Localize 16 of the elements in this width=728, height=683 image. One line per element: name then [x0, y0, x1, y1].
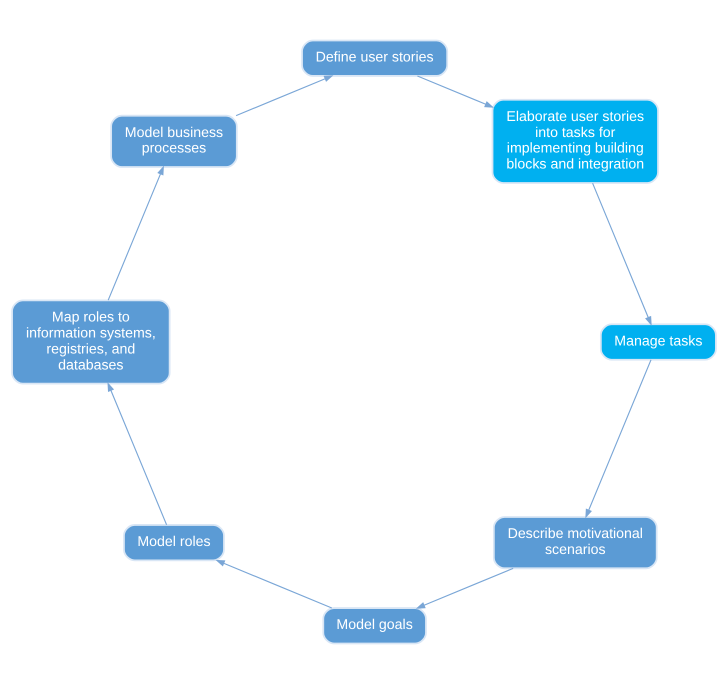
node-box: Model roles	[123, 524, 225, 561]
node-box: Elaborate user stories into tasks for implementing building blocks and integration	[492, 98, 659, 184]
arrow	[215, 559, 332, 608]
node-box: Manage tasks	[600, 322, 717, 360]
arrow	[592, 182, 652, 326]
arrow	[585, 359, 652, 518]
arrow	[417, 74, 494, 108]
arrow	[416, 567, 514, 608]
node-box: Map roles to information systems, registries, and databases	[11, 299, 171, 384]
node-box: Describe motivational scenarios	[492, 516, 658, 569]
arrow	[107, 382, 168, 525]
node-box: Model business processes	[110, 114, 238, 168]
arrow	[236, 74, 334, 116]
node-box: Define user stories	[301, 39, 448, 76]
node-box: Model goals	[322, 606, 427, 644]
arrow	[108, 165, 164, 300]
